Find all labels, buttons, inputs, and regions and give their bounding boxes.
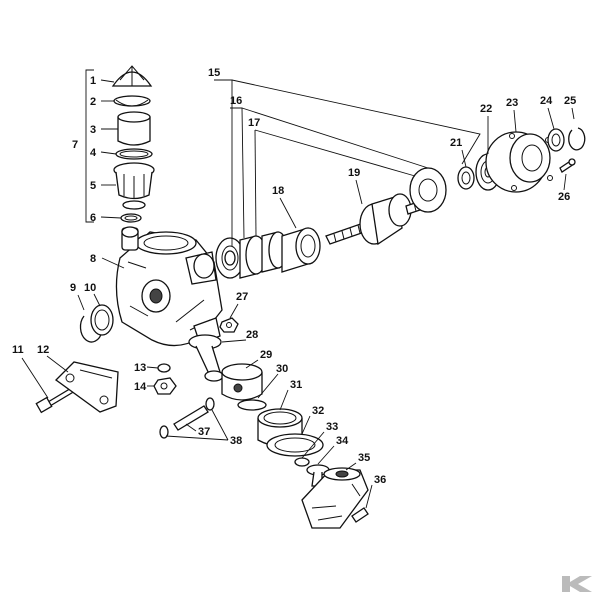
label-part-38: 38 <box>230 435 242 447</box>
label-part-10: 10 <box>84 282 96 294</box>
part-10-seal <box>90 304 114 336</box>
label-part-16: 16 <box>230 95 242 107</box>
label-part-34: 34 <box>336 435 349 447</box>
part-labels: 1 2 3 4 5 6 7 8 9 10 11 12 13 14 15 16 1… <box>12 67 576 486</box>
label-part-5: 5 <box>90 180 96 192</box>
label-part-28: 28 <box>246 329 258 341</box>
label-part-4: 4 <box>90 147 97 159</box>
label-part-19: 19 <box>348 167 360 179</box>
label-part-32: 32 <box>312 405 324 417</box>
part-34-screw <box>306 464 330 487</box>
label-part-24: 24 <box>540 95 553 107</box>
label-part-18: 18 <box>272 185 284 197</box>
part-24-seal <box>547 128 565 152</box>
label-part-25: 25 <box>564 95 576 107</box>
label-part-26: 26 <box>558 191 570 203</box>
label-part-14: 14 <box>134 381 147 393</box>
part-27-nut <box>219 317 239 333</box>
label-part-1: 1 <box>90 75 96 87</box>
label-part-23: 23 <box>506 97 518 109</box>
part-14-nut <box>153 377 177 395</box>
part-33-washer <box>294 457 310 467</box>
part-38-clips <box>159 397 215 439</box>
part-32-diaphragm-disc <box>266 433 324 457</box>
label-part-37: 37 <box>198 426 210 438</box>
part-25-circlip <box>568 127 586 151</box>
part-12-mounting-bracket <box>55 361 119 413</box>
label-part-7: 7 <box>72 139 78 151</box>
part-1-dome-cap <box>111 65 153 87</box>
part-20-thrust-disc <box>409 167 447 213</box>
part-6-seal-ring <box>120 213 142 223</box>
part-37-pin <box>173 405 209 431</box>
label-part-6: 6 <box>90 212 96 224</box>
label-part-30: 30 <box>276 363 288 375</box>
part-3-cylinder <box>117 111 151 146</box>
label-part-12: 12 <box>37 344 49 356</box>
part-36-screw <box>351 507 369 523</box>
part-4-o-ring <box>115 148 153 160</box>
part-23-end-cover <box>485 131 553 193</box>
part-31-cylinder-sleeve <box>257 408 303 447</box>
part-15-bearing <box>215 237 245 279</box>
part-21-seal-ring <box>457 166 475 190</box>
leader-lines <box>21 79 575 509</box>
label-part-8: 8 <box>90 253 96 265</box>
label-part-17: 17 <box>248 117 260 129</box>
label-part-13: 13 <box>134 362 146 374</box>
label-part-2: 2 <box>90 96 96 108</box>
label-part-29: 29 <box>260 349 272 361</box>
label-part-33: 33 <box>326 421 338 433</box>
label-part-36: 36 <box>374 474 386 486</box>
label-part-27: 27 <box>236 291 248 303</box>
label-part-21: 21 <box>450 137 462 149</box>
label-part-9: 9 <box>70 282 76 294</box>
part-35-head-casting <box>301 467 369 529</box>
part-19-crankshaft <box>325 193 439 246</box>
label-part-35: 35 <box>358 452 370 464</box>
label-part-3: 3 <box>90 124 96 136</box>
part-8-pump-body <box>115 226 223 347</box>
part-30-ring <box>237 399 267 411</box>
part-26-bolt <box>559 158 576 173</box>
bracket-7 <box>85 69 94 223</box>
part-2-diaphragm <box>113 95 151 107</box>
part-29-piston <box>221 363 263 401</box>
part-18-bushing <box>281 227 321 273</box>
label-part-22: 22 <box>480 103 492 115</box>
brand-logo <box>562 576 592 592</box>
brand-logo-mark <box>562 576 592 592</box>
part-13-washer <box>157 363 171 373</box>
label-part-31: 31 <box>290 379 302 391</box>
label-part-11: 11 <box>12 344 24 356</box>
part-5-valve-cage <box>113 162 155 210</box>
part-28-connecting-rod <box>188 334 224 382</box>
label-part-15: 15 <box>208 67 220 79</box>
